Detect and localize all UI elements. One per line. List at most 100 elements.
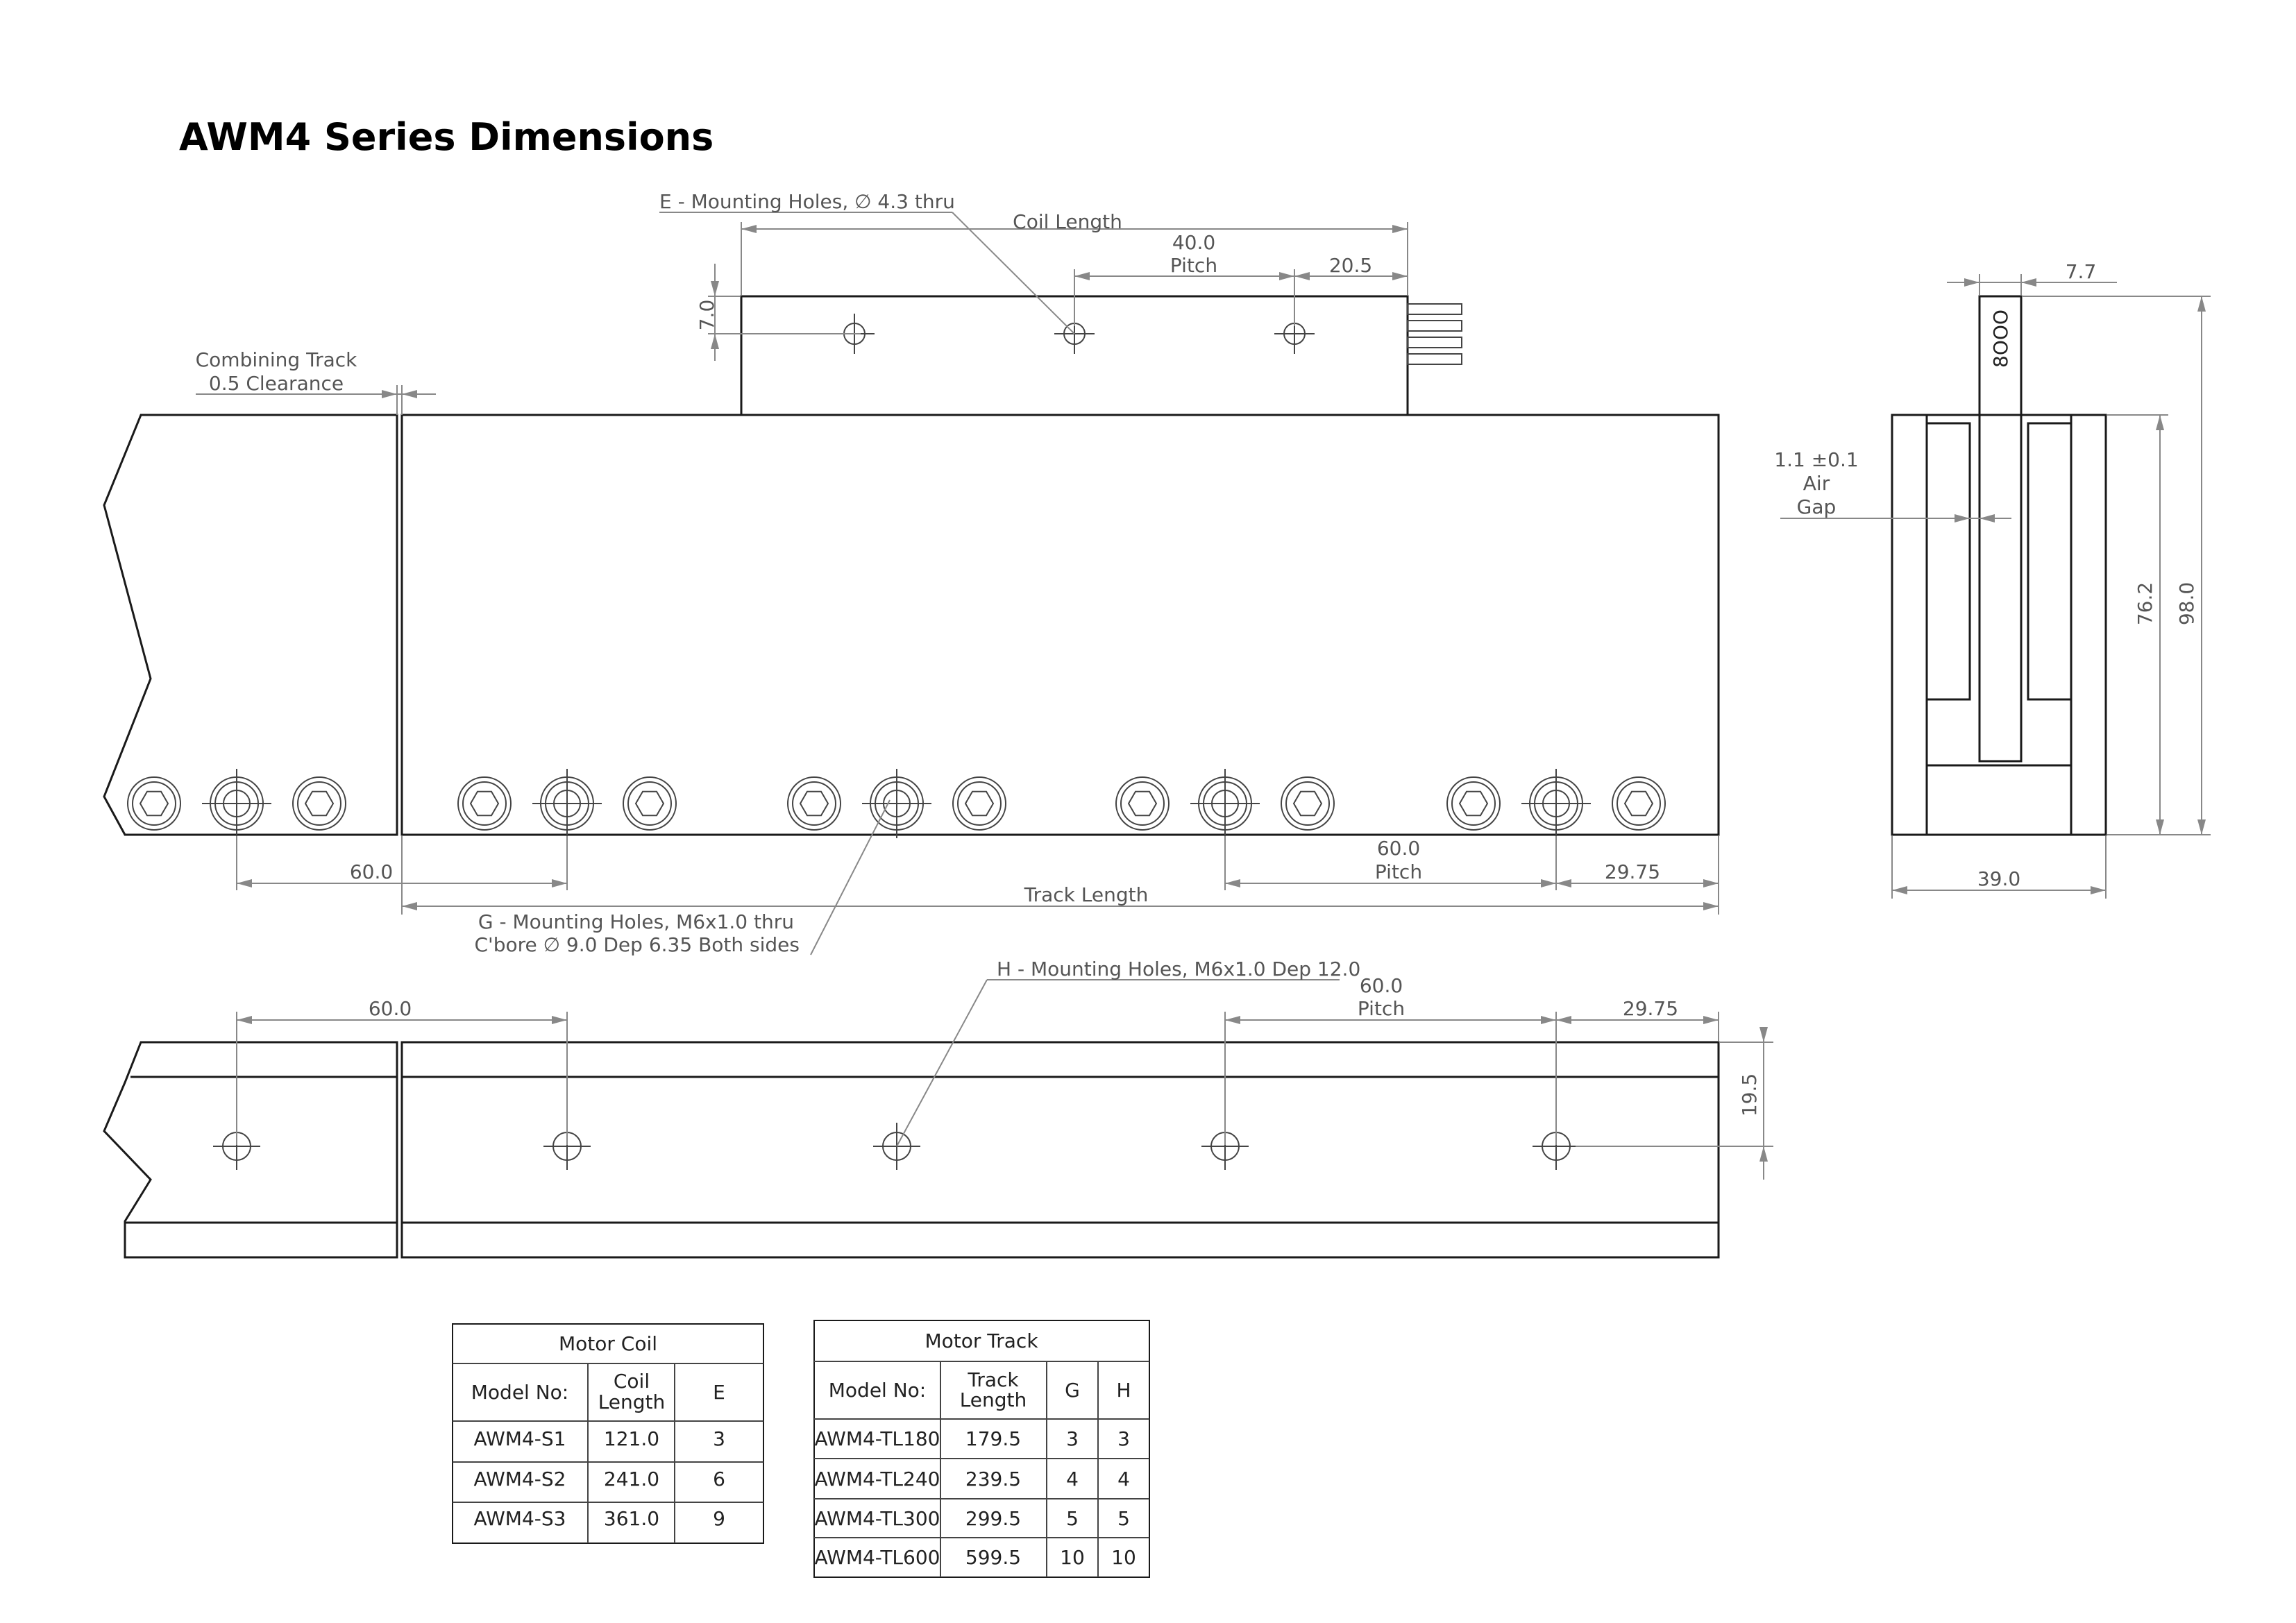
magnet-height: 76.2 (2134, 582, 2156, 625)
cap-screw (127, 776, 181, 831)
motor-coil-top (740, 295, 1462, 416)
track-bottom-body (400, 1041, 1720, 1259)
track-end-offset: 29.75 (1605, 860, 1660, 883)
track-bolt-row (127, 769, 1666, 838)
coil-blade (1978, 295, 2023, 763)
track-table-cell: 5 (1117, 1507, 1130, 1530)
overall-width: 39.0 (1977, 867, 2020, 890)
track-body (400, 414, 1720, 836)
coil-pitch-label: Pitch (1170, 254, 1217, 277)
track-table-cell: 599.5 (965, 1546, 1021, 1569)
coil-table-cell: 9 (713, 1507, 725, 1530)
track-pitch-value: 60.0 (1377, 837, 1420, 860)
motor-track-title: Motor Track (925, 1329, 1038, 1352)
coil-table-cell: AWM4-S1 (474, 1427, 566, 1450)
g-holes-callout: G - Mounting Holes, M6x1.0 thru (478, 910, 794, 933)
track-length-label: Track Length (1024, 883, 1149, 906)
coil-pitch-value: 40.0 (1172, 231, 1215, 254)
track-header-g: G (1065, 1379, 1080, 1402)
overall-height: 98.0 (2175, 582, 2198, 625)
track-table-cell: 4 (1117, 1468, 1130, 1490)
hole-edge-offset: 19.5 (1738, 1073, 1761, 1116)
coil-table-cell: AWM4-S2 (474, 1468, 566, 1490)
coil-table-cell: 6 (713, 1468, 725, 1490)
bottom-pitch-label: Pitch (1358, 997, 1405, 1020)
cap-screw (1612, 776, 1666, 831)
connector-pin (1407, 320, 1462, 332)
track-table-cell: 4 (1066, 1468, 1079, 1490)
coil-end-offset: 20.5 (1329, 254, 1372, 277)
combining-clearance-label: 0.5 Clearance (209, 372, 344, 395)
air-gap-label-2: Gap (1797, 495, 1837, 518)
coil-header-length: Length (598, 1391, 666, 1413)
coil-table-cell: 241.0 (604, 1468, 659, 1490)
e-holes-callout: E - Mounting Holes, ∅ 4.3 thru (659, 190, 955, 213)
cap-screw (787, 776, 841, 831)
cap-screw (1446, 776, 1501, 831)
g-mounting-hole (862, 769, 931, 838)
page-title: AWM4 Series Dimensions (179, 115, 714, 159)
bottom-hole-pitch-left: 60.0 (369, 997, 412, 1020)
coil-table-cell: AWM4-S3 (474, 1507, 566, 1530)
connector-pin (1407, 303, 1462, 315)
track-table-cell: 179.5 (965, 1427, 1021, 1450)
coil-table-cell: 3 (713, 1427, 725, 1450)
cap-screw (1115, 776, 1170, 831)
coil-header-model: Model No: (471, 1381, 568, 1404)
g-mounting-hole (1190, 769, 1260, 838)
blade-thickness: 7.7 (2066, 260, 2097, 283)
air-gap-value: 1.1 ±0.1 (1774, 448, 1858, 471)
track-bottom-view: 60.0 60.0 Pitch 29.75 19.5 H - Mounting … (103, 958, 1773, 1259)
g-holes-callout-2: C'bore ∅ 9.0 Dep 6.35 Both sides (474, 933, 800, 956)
cap-screw (292, 776, 346, 831)
track-top-view (103, 414, 1720, 836)
bottom-pitch-value: 60.0 (1360, 974, 1403, 997)
coil-length-label: Coil Length (1013, 210, 1122, 233)
track-pitch-label: Pitch (1375, 860, 1422, 883)
h-holes-callout: H - Mounting Holes, M6x1.0 Dep 12.0 (997, 958, 1360, 980)
track-header-h: H (1116, 1379, 1131, 1402)
bottom-end-offset: 29.75 (1623, 997, 1678, 1020)
motor-coil-title: Motor Coil (559, 1332, 657, 1355)
coil-table-cell: 121.0 (604, 1427, 659, 1450)
motor-track-table: Motor Track Model No: Track Length G H A… (813, 1320, 1150, 1578)
cap-screw (457, 776, 512, 831)
coil-hole-offset: 7.0 (695, 300, 718, 331)
g-mounting-hole (1521, 769, 1591, 838)
top-view-dimensions: Coil Length 40.0 Pitch 20.5 7.0 E - Moun… (196, 190, 1719, 956)
track-header-length: Length (960, 1388, 1027, 1411)
coil-table-cell: 361.0 (604, 1507, 659, 1530)
track-table-cell: 10 (1060, 1546, 1085, 1569)
coil-header-e: E (713, 1381, 725, 1404)
track-table-cell: 239.5 (965, 1468, 1021, 1490)
track-header-model: Model No: (829, 1379, 926, 1402)
connector-marking: 8OOO (1989, 309, 2012, 368)
connector-pin (1407, 337, 1462, 348)
combining-track-label: Combining Track (196, 348, 358, 371)
track-table-cell: 10 (1111, 1546, 1136, 1569)
cap-screw (1281, 776, 1335, 831)
track-table-cell: 3 (1066, 1427, 1079, 1450)
track-hole-pitch-left: 60.0 (350, 860, 393, 883)
track-table-cell: 3 (1117, 1427, 1130, 1450)
track-table-cell: 5 (1066, 1507, 1079, 1530)
motor-coil-table: Motor Coil Model No: Coil Length E AWM4-… (452, 1323, 764, 1544)
air-gap-label-1: Air (1803, 472, 1830, 495)
side-view-outline (1891, 414, 2107, 836)
track-table-cell: AWM4-TL240 (815, 1468, 940, 1490)
magnet-left (1925, 422, 1971, 701)
cap-screw (623, 776, 677, 831)
track-bottom-left (103, 1041, 398, 1259)
cap-screw (952, 776, 1006, 831)
track-header-track: Track (967, 1368, 1019, 1391)
connector-pin (1407, 353, 1462, 365)
track-table-cell: AWM4-TL300 (815, 1507, 940, 1530)
track-table-cell: AWM4-TL600 (815, 1546, 940, 1569)
track-table-cell: AWM4-TL180 (815, 1427, 940, 1450)
g-mounting-hole (532, 769, 602, 838)
side-view: 8OOO 7.7 1.1 ±0.1 Air Gap 76.2 98.0 39.0 (1774, 260, 2211, 899)
track-segment-left (103, 414, 398, 836)
coil-header-coil: Coil (614, 1370, 650, 1393)
track-table-cell: 299.5 (965, 1507, 1021, 1530)
